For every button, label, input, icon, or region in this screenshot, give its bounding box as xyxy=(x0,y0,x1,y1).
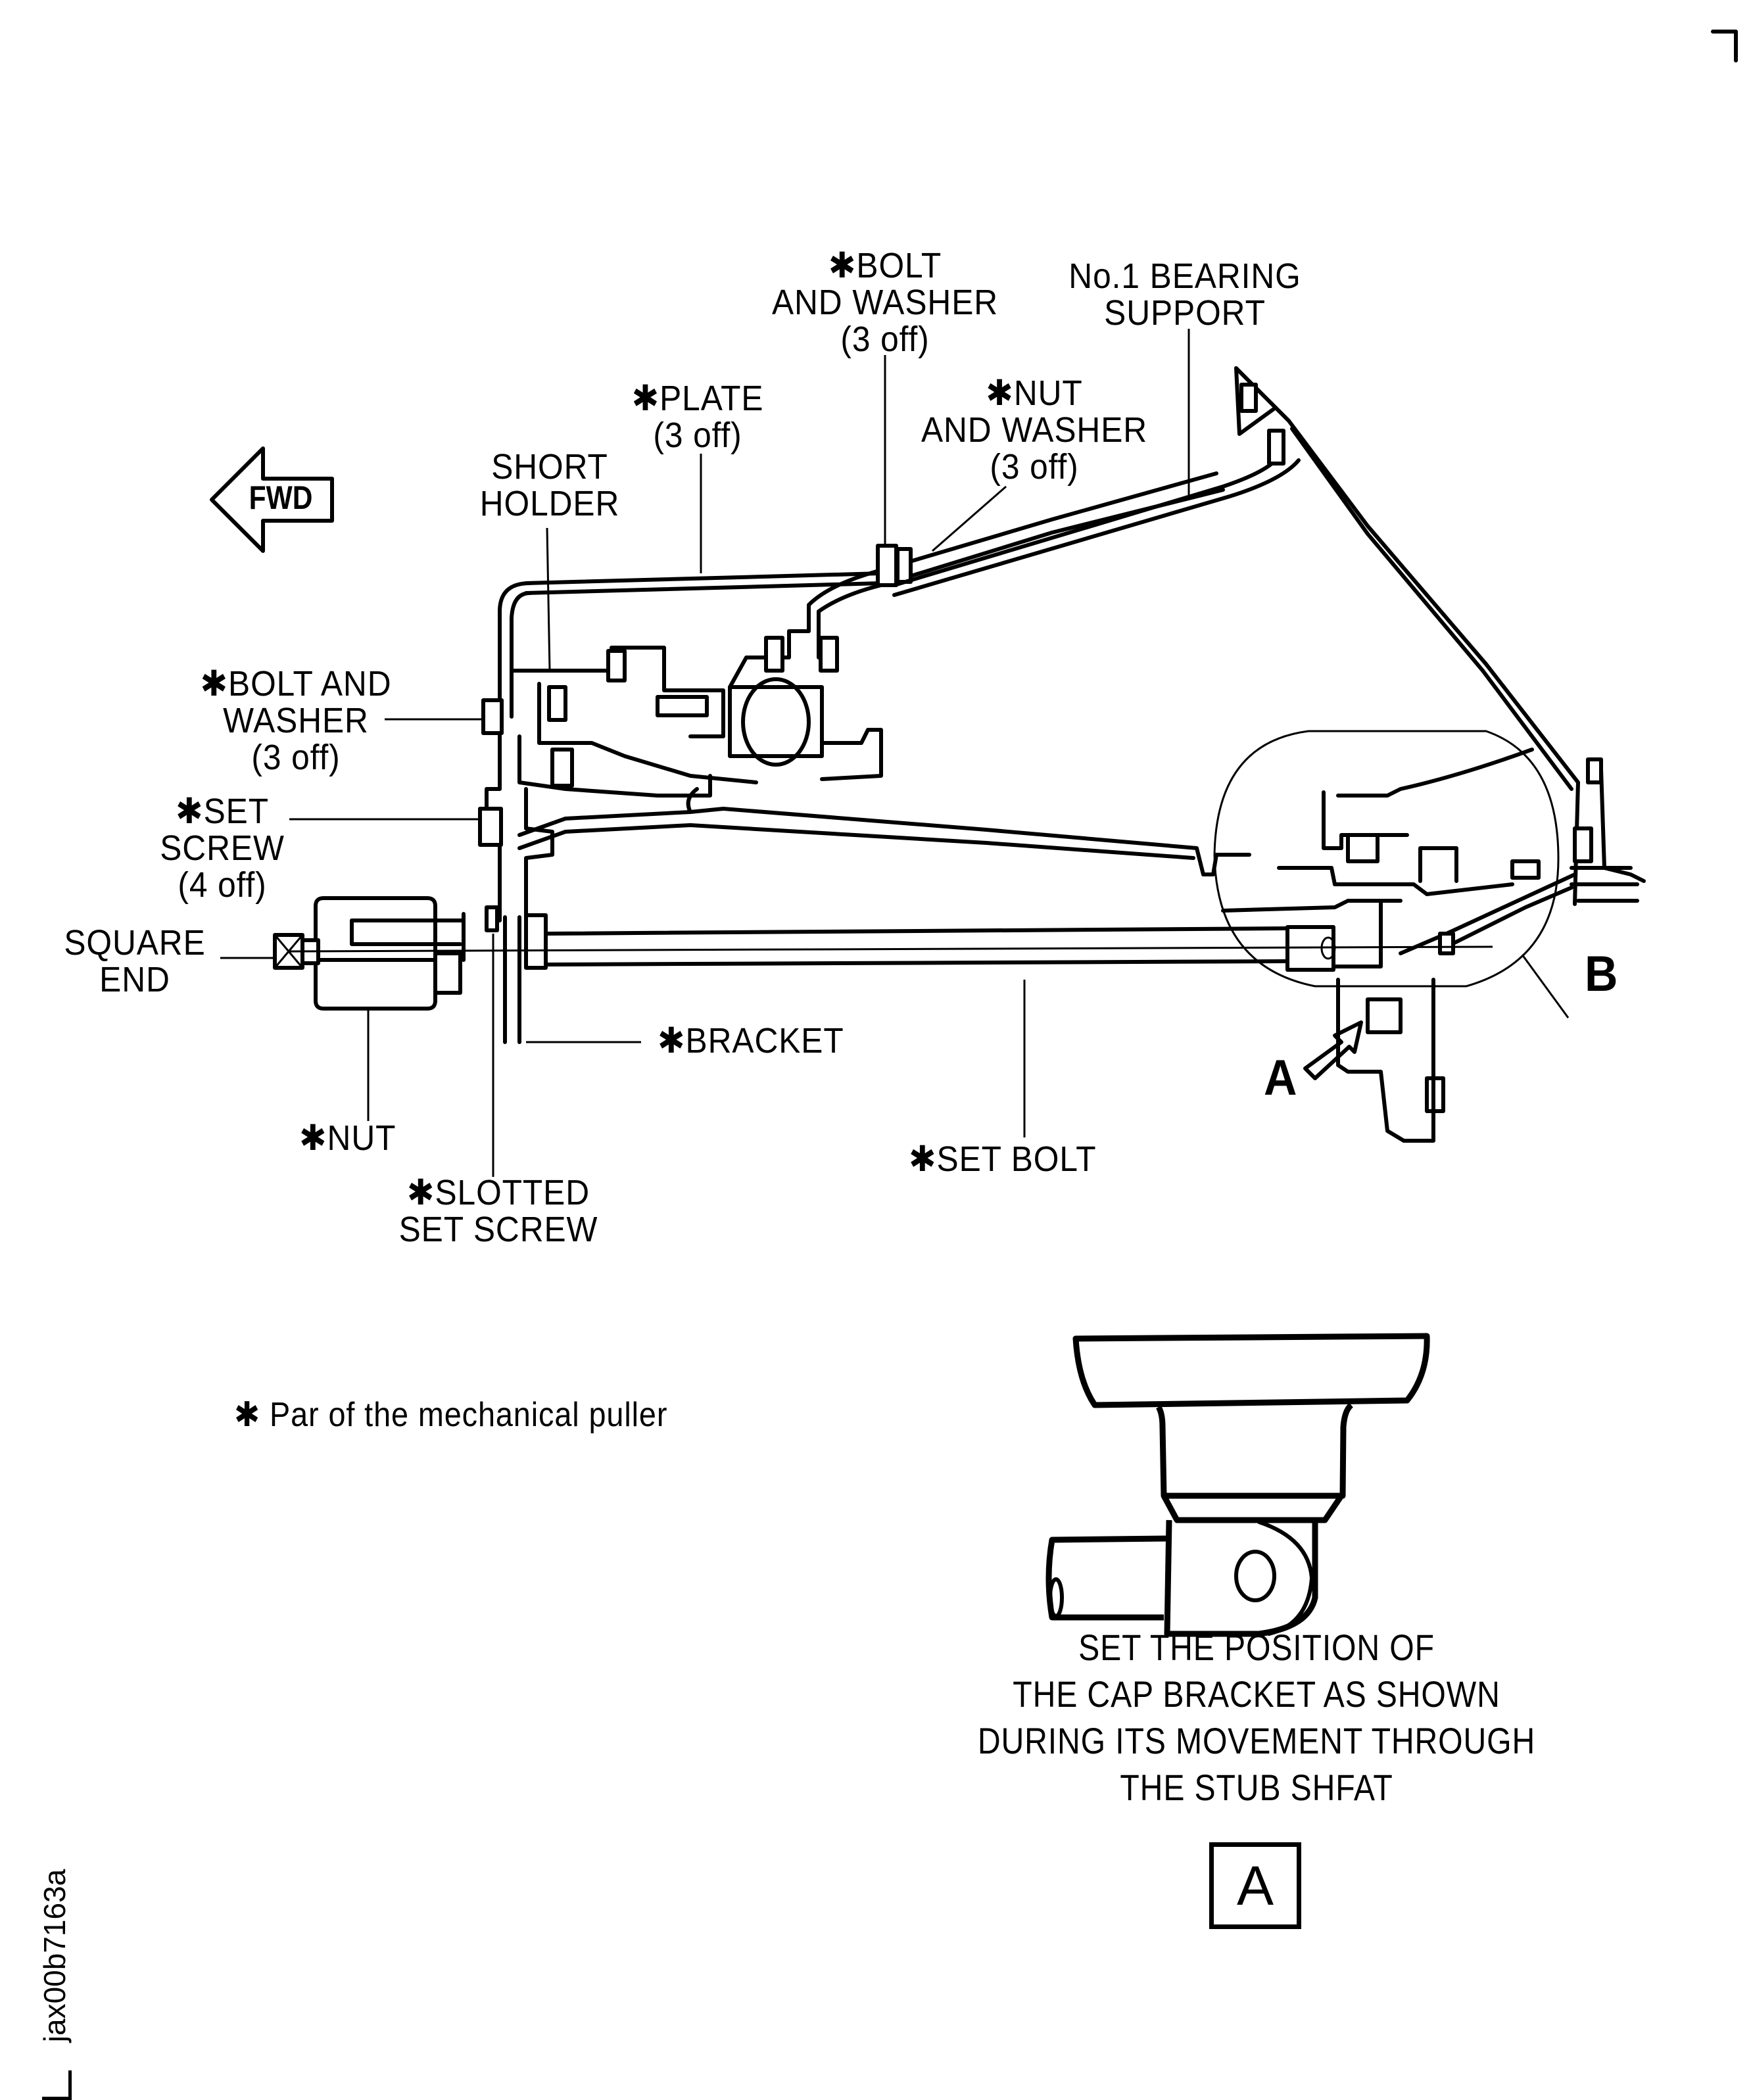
footnote: ✱ Par of the mechanical puller xyxy=(234,1396,668,1434)
caption-line: THE STUB SHFAT xyxy=(1120,1767,1393,1808)
plate-bolt-nut-shape xyxy=(876,544,913,587)
label-line: SQUARE xyxy=(64,923,206,963)
caption-line: SET THE POSITION OF xyxy=(1078,1627,1435,1668)
set-bolt-shape xyxy=(289,913,1493,972)
fwd-arrow-icon xyxy=(210,446,334,553)
figure-id: jax00b7163a xyxy=(37,1869,72,2100)
label-line: ✱SET xyxy=(176,792,269,831)
caption-line: DURING ITS MOVEMENT THROUGH xyxy=(977,1720,1536,1761)
label-slotted-set-screw: ✱SLOTTED SET SCREW xyxy=(377,1174,619,1248)
label-line: (3 off) xyxy=(990,447,1079,487)
label-line: WASHER xyxy=(223,701,369,740)
engine-core-parts xyxy=(1570,757,1646,903)
label-short-holder: SHORT HOLDER xyxy=(453,448,646,522)
view-label-text: A xyxy=(1236,1854,1274,1917)
front-flange-shape xyxy=(478,698,554,1044)
label-line: ✱BOLT AND xyxy=(200,664,392,704)
label-line: (3 off) xyxy=(840,320,930,359)
corner-crop-mark xyxy=(1711,30,1738,62)
detail-a-drawing xyxy=(1045,1333,1430,1637)
detail-b-internals xyxy=(1221,748,1541,968)
label-line: ✱NUT xyxy=(986,373,1083,413)
label-square-end: SQUARE END xyxy=(44,924,226,998)
figure-id-text: jax00b7163a xyxy=(37,1869,72,2043)
caption-line: THE CAP BRACKET AS SHOWN xyxy=(1013,1673,1500,1715)
inner-casing-shape xyxy=(517,787,1251,876)
label-set-screw: ✱SET SCREW (4 off) xyxy=(132,793,313,903)
fwd-label: FWD xyxy=(249,479,313,516)
label-line: SCREW xyxy=(160,828,285,868)
bearing-support-strut xyxy=(892,429,1301,597)
puller-nut-shape xyxy=(314,896,466,1011)
label-line: (3 off) xyxy=(653,416,742,455)
label-line: (3 off) xyxy=(251,738,341,777)
plate-shape xyxy=(498,571,883,719)
square-end-shape xyxy=(273,933,320,970)
detail-a-caption: SET THE POSITION OF THE CAP BRACKET AS S… xyxy=(946,1624,1568,1811)
label-line: SHORT xyxy=(491,447,608,487)
view-a-arrow-icon xyxy=(1303,1020,1363,1080)
label-line: ✱BOLT xyxy=(828,246,942,285)
label-line: HOLDER xyxy=(479,484,620,523)
label-line: AND WASHER xyxy=(771,283,999,322)
detail-b-marker: B xyxy=(1585,946,1619,1002)
short-holder-shape xyxy=(510,646,758,798)
detail-b-leader xyxy=(1521,954,1570,1018)
detail-b-circle xyxy=(1213,730,1560,988)
label-line: AND WASHER xyxy=(921,410,1148,450)
cap-bracket-shape xyxy=(1336,978,1445,1143)
label-line: SUPPORT xyxy=(1104,293,1266,333)
label-set-bolt: ✱SET BOLT xyxy=(909,1139,1097,1179)
label-bolt-and-washer-top: ✱BOLT AND WASHER (3 off) xyxy=(764,247,1006,358)
figure-id-corner-mark xyxy=(42,2070,72,2100)
label-line: ✱PLATE xyxy=(631,379,764,418)
view-a-marker: A xyxy=(1264,1050,1298,1106)
label-no1-bearing-support: No.1 BEARING SUPPORT xyxy=(1052,258,1318,331)
label-nut: ✱NUT xyxy=(299,1118,396,1158)
slotted-set-screw-shape xyxy=(485,905,499,932)
label-plate: ✱PLATE (3 off) xyxy=(607,380,788,454)
label-bracket: ✱BRACKET xyxy=(658,1021,844,1061)
label-line: SET SCREW xyxy=(398,1210,598,1249)
label-bolt-and-washer-left: ✱BOLT AND WASHER (3 off) xyxy=(175,665,417,776)
leader-lines xyxy=(220,329,1190,1177)
label-nut-and-washer: ✱NUT AND WASHER (3 off) xyxy=(913,375,1155,485)
label-line: (4 off) xyxy=(178,865,267,905)
label-line: END xyxy=(99,960,170,999)
outer-fairing-shape xyxy=(1234,366,1593,955)
label-line: ✱SLOTTED xyxy=(406,1173,590,1212)
detail-a-view-label: A xyxy=(1209,1842,1301,1929)
label-line: No.1 BEARING xyxy=(1068,256,1301,296)
